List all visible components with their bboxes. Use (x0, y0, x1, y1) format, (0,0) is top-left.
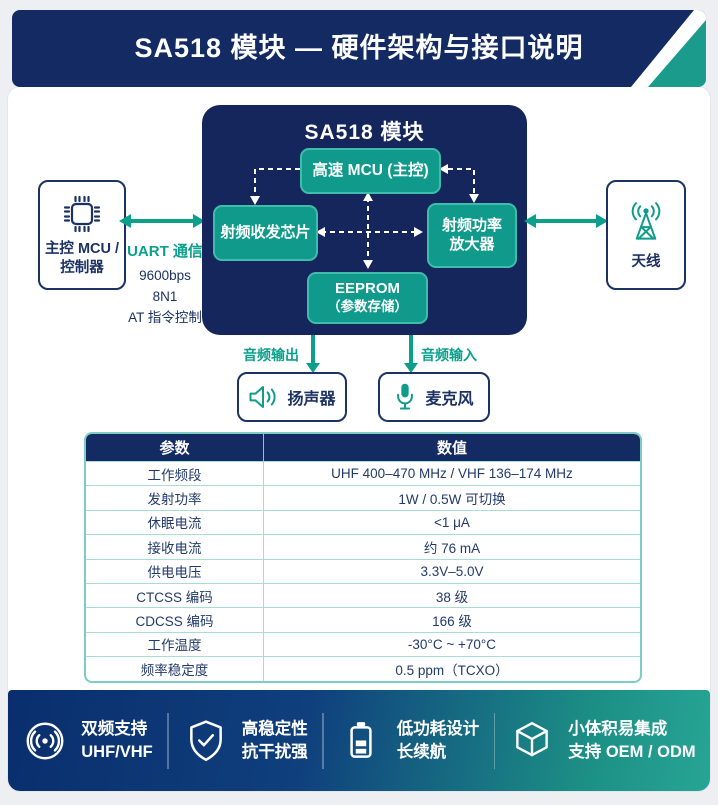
eeprom-line2: （参数存储） (327, 298, 408, 314)
feature-low-power-text: 低功耗设计 长续航 (397, 718, 480, 763)
feature-low-power-line1: 低功耗设计 (396, 720, 480, 739)
feature-low-power: 低功耗设计 长续航 (338, 718, 480, 764)
host-mcu-box: 主控 MCU / 控制器 (38, 180, 126, 290)
feature-divider (167, 712, 169, 769)
table-header-value: 数值 (436, 440, 467, 457)
cube-icon (516, 721, 549, 756)
table-row: 接收电流 约 76 mA (86, 534, 640, 559)
feature-bar: 双频支持 UHF/VHF 高稳定性 抗干扰强 低功耗设计 长续航 (8, 690, 710, 791)
parameter-value: 1W / 0.5W 可切换 (398, 492, 506, 508)
uart-link-arrow (119, 214, 205, 227)
speaker-label: 扬声器 (287, 391, 336, 408)
table-row: CTCSS 编码 38 级 (86, 582, 640, 608)
module-bus-connections (250, 164, 479, 269)
parameter-value: 3.3V–5.0V (420, 563, 484, 579)
table-row: 供电电压 3.3V–5.0V (86, 558, 640, 583)
module-title: SA518 模块 (304, 121, 425, 144)
rf-transceiver-box: 射频收发芯片 (213, 205, 318, 261)
rf-power-amp-box: 射频功率 放大器 (427, 203, 517, 268)
dual-band-signal-icon (26, 722, 64, 759)
audio-out-arrow (306, 335, 319, 373)
audio-out-label: 音频输出 (243, 347, 299, 363)
feature-dual-band: 双频支持 UHF/VHF (22, 718, 153, 764)
parameter-value: 约 76 mA (423, 540, 481, 556)
feature-stability-line1: 高稳定性 (241, 720, 308, 739)
parameter-name: 供电电压 (86, 559, 264, 583)
table-row: 频率稳定度 0.5 ppm（TCXO） (86, 656, 640, 681)
feature-integration-line1: 小体积易集成 (568, 720, 668, 739)
spec-table: 参数 数值 工作频段 UHF 400–470 MHz / VHF 136–174… (84, 432, 642, 683)
uart-at-control: AT 指令控制 (128, 309, 202, 325)
rf-power-amp-line2: 放大器 (449, 235, 495, 253)
parameter-name: 频率稳定度 (86, 657, 264, 681)
chip-icon (63, 196, 101, 233)
host-mcu-label: 主控 MCU / 控制器 (45, 240, 119, 278)
header-banner: SA518 模块 — 硬件架构与接口说明 (12, 10, 706, 87)
parameter-name: 接收电流 (86, 535, 264, 559)
internal-mcu-label: 高速 MCU (主控) (312, 162, 429, 180)
parameter-name: CDCSS 编码 (86, 608, 264, 632)
shield-check-icon (189, 719, 222, 761)
antenna-box: 天线 (606, 180, 686, 290)
feature-integration-text: 小体积易集成 支持 OEM / ODM (568, 718, 695, 763)
parameter-value: <1 μA (434, 514, 470, 530)
feature-stability-line2: 抗干扰强 (241, 742, 308, 761)
table-row: 发射功率 1W / 0.5W 可切换 (86, 485, 640, 510)
parameter-value: -30°C ~ +70°C (407, 636, 497, 652)
eeprom-line1: EEPROM (334, 280, 400, 298)
host-mcu-label-line1: 主控 MCU / (44, 241, 120, 258)
feature-integration: 小体积易集成 支持 OEM / ODM (509, 718, 696, 764)
parameter-name: CTCSS 编码 (86, 583, 264, 608)
internal-mcu-box: 高速 MCU (主控) (300, 148, 441, 194)
speaker-icon (249, 386, 277, 408)
antenna-icon (631, 201, 661, 240)
corner-ribbon-decoration (631, 10, 706, 87)
table-header-row: 参数 数值 (86, 434, 640, 461)
host-mcu-label-line2: 控制器 (60, 260, 104, 276)
parameter-name: 工作温度 (86, 632, 264, 657)
feature-stability-text: 高稳定性 抗干扰强 (242, 718, 308, 763)
feature-divider (322, 712, 324, 769)
microphone-box: 麦克风 (378, 372, 490, 422)
antenna-label: 天线 (631, 253, 661, 270)
uart-info: UART 通信 9600bps 8N1 AT 指令控制 (116, 240, 214, 329)
feature-stability: 高稳定性 抗干扰强 (183, 718, 308, 764)
microphone-label: 麦克风 (425, 391, 474, 408)
rf-transceiver-label: 射频收发芯片 (220, 223, 311, 241)
eeprom-box: EEPROM （参数存储） (307, 272, 428, 324)
feature-dual-band-line2: UHF/VHF (81, 742, 153, 761)
speaker-box: 扬声器 (237, 372, 347, 422)
feature-divider (493, 712, 495, 769)
uart-baud: 9600bps (139, 268, 191, 283)
feature-integration-line2: 支持 OEM / ODM (568, 742, 696, 761)
page-title: SA518 模块 — 硬件架构与接口说明 (134, 33, 584, 63)
parameter-value: 166 级 (432, 614, 472, 630)
parameter-value: 0.5 ppm（TCXO） (395, 662, 509, 678)
rf-power-amp-line1: 射频功率 (441, 216, 502, 234)
parameter-name: 工作频段 (86, 462, 264, 486)
table-header-parameter: 参数 (86, 434, 264, 461)
table-row: 工作频段 UHF 400–470 MHz / VHF 136–174 MHz (86, 461, 640, 486)
parameter-value: 38 级 (435, 589, 469, 605)
microphone-icon (397, 383, 414, 410)
table-row: 休眠电流 <1 μA (86, 509, 640, 535)
parameter-value: UHF 400–470 MHz / VHF 136–174 MHz (331, 466, 573, 482)
sa518-module-block: SA518 模块 高速 MCU (主控) 射频收发芯片 射频功率 放大器 EEP… (202, 105, 527, 335)
feature-low-power-line2: 长续航 (396, 742, 447, 761)
uart-title: UART 通信 (127, 243, 203, 260)
feature-dual-band-text: 双频支持 UHF/VHF (81, 718, 153, 763)
battery-icon (350, 721, 372, 758)
parameter-name: 发射功率 (86, 486, 264, 510)
feature-dual-band-line1: 双频支持 (81, 720, 148, 739)
table-row: CDCSS 编码 166 级 (86, 607, 640, 632)
audio-in-label: 音频输入 (421, 347, 477, 363)
uart-framing: 8N1 (152, 288, 178, 304)
table-row: 工作温度 -30°C ~ +70°C (86, 631, 640, 657)
parameter-name: 休眠电流 (86, 510, 264, 535)
antenna-link-arrow (524, 214, 608, 227)
audio-in-arrow (404, 335, 417, 373)
